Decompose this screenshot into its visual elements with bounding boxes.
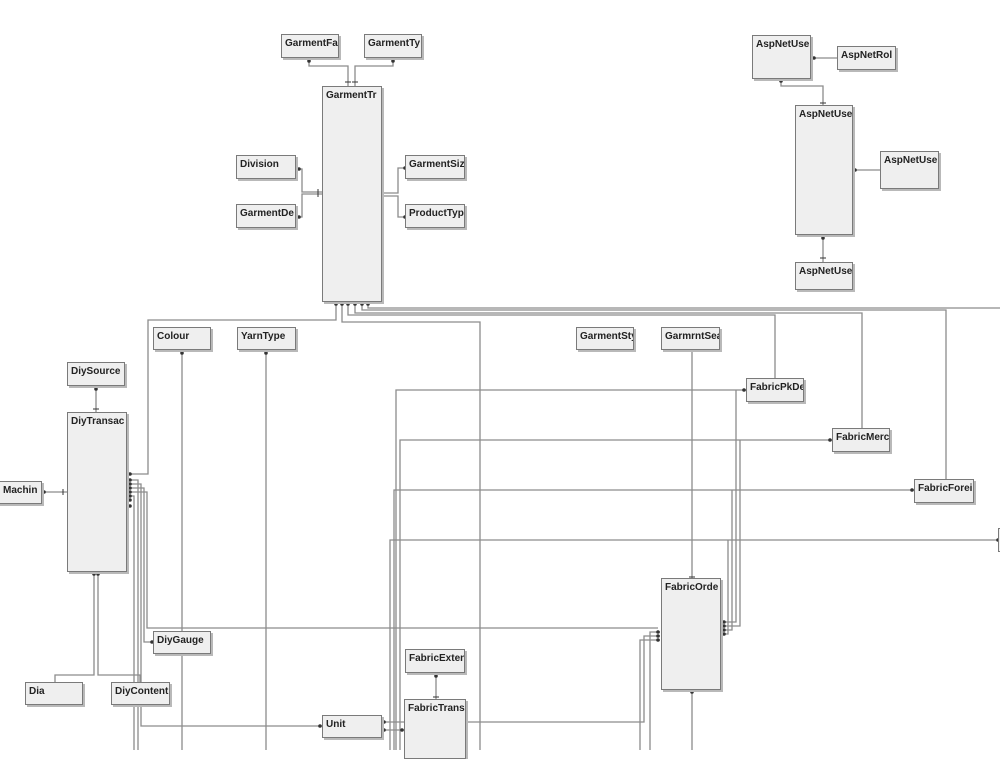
- rel-fabricpkde-left: [395, 389, 746, 750]
- table-title: DiyGauge: [157, 635, 204, 646]
- table-diy-gauge[interactable]: DiyGauge: [153, 631, 211, 654]
- table-title: Colour: [157, 331, 190, 342]
- rel-garmenttr-offscreen: [367, 302, 1000, 309]
- table-title: Unit: [326, 719, 346, 730]
- rel-fabricforei-left: [393, 489, 914, 750]
- rel-diytransac-unit: [128, 483, 322, 727]
- table-garment-de[interactable]: GarmentDe: [236, 204, 296, 228]
- table-diy-transac[interactable]: DiyTransac: [67, 412, 127, 572]
- table-division[interactable]: Division: [236, 155, 296, 179]
- table-fabric-orde[interactable]: FabricOrde: [661, 578, 721, 690]
- table-offscreen-edge[interactable]: [998, 528, 1000, 552]
- rel-garmentfa-garmenttr: [308, 58, 349, 86]
- table-title: GarmentSiz: [409, 159, 464, 170]
- table-title: Division: [240, 159, 279, 170]
- table-title: GarmentTr: [326, 90, 377, 101]
- rel-fabricorde-unit: [382, 635, 660, 723]
- table-title: AspNetRol: [841, 50, 893, 61]
- table-title: AspNetUse: [884, 155, 938, 166]
- table-title: ProductTyp: [409, 208, 464, 219]
- relationship-endpoints: [42, 56, 1000, 732]
- rel-division-garmenttr: [297, 168, 322, 193]
- table-title: AspNetUse: [799, 109, 852, 120]
- table-title: GarmentTy: [368, 38, 421, 49]
- table-title: DiyTransac: [71, 416, 125, 427]
- table-title: DiySource: [71, 366, 121, 377]
- table-title: AspNetUse: [799, 266, 852, 277]
- table-garmrnt-sea[interactable]: GarmrntSea: [661, 327, 720, 350]
- table-title: GarmrntSea: [665, 331, 719, 342]
- rel-aspnetuse-main: [780, 79, 824, 105]
- table-title: FabricForei: [918, 483, 973, 494]
- table-colour[interactable]: Colour: [153, 327, 211, 350]
- rel-garmenttr-diytransac: [128, 302, 337, 475]
- table-aspnet-use-top[interactable]: AspNetUse: [752, 35, 811, 79]
- table-aspnet-use-bottom[interactable]: AspNetUse: [795, 262, 853, 290]
- table-unit[interactable]: Unit: [322, 715, 382, 738]
- rel-diytransac-down-1: [128, 479, 139, 750]
- table-aspnet-use-right[interactable]: AspNetUse: [880, 151, 939, 189]
- rel-garmentde-garmenttr: [297, 193, 322, 218]
- rel-offscreen-left: [389, 539, 1000, 750]
- rel-garmenttr-down: [341, 302, 481, 750]
- table-garment-fa[interactable]: GarmentFa: [281, 34, 339, 58]
- table-title: FabricOrde: [665, 582, 719, 593]
- table-title: FabricPkDe: [750, 382, 803, 393]
- rel-garmenttr-fabricforei: [361, 302, 947, 483]
- rel-garmenttr-garmentsiz: [382, 167, 407, 194]
- table-title: GarmentSty: [580, 331, 633, 342]
- table-diy-source[interactable]: DiySource: [67, 362, 125, 386]
- table-product-typ[interactable]: ProductTyp: [405, 204, 465, 228]
- table-title: GarmentDe: [240, 208, 294, 219]
- rel-diytransac-diycontent: [97, 572, 141, 682]
- rel-fabricmerc-fabricorde: [722, 440, 741, 627]
- rel-offscreen-fabricorde: [722, 540, 729, 635]
- rel-garmenttr-producttyp: [382, 195, 407, 218]
- rel-garmenttr-fabricpkde: [347, 302, 776, 382]
- table-title: FabricExten: [409, 653, 464, 664]
- rel-fabricmerc-left: [399, 439, 832, 750]
- table-fabric-forei[interactable]: FabricForei: [914, 479, 974, 503]
- table-title: Machin: [3, 485, 38, 496]
- table-garment-tr[interactable]: GarmentTr: [322, 86, 382, 302]
- table-dia[interactable]: Dia: [25, 682, 83, 705]
- table-fabric-merc[interactable]: FabricMerc: [832, 428, 890, 452]
- rel-garmenttr-fabricmerc: [354, 302, 863, 432]
- table-title: AspNetUse: [756, 39, 810, 50]
- table-garment-ty[interactable]: GarmentTy: [364, 34, 422, 58]
- rel-garmentty-garmenttr: [354, 58, 394, 86]
- table-aspnet-use-main[interactable]: AspNetUse: [795, 105, 853, 235]
- table-title: DiyContent: [115, 686, 169, 697]
- table-fabric-pk-de[interactable]: FabricPkDe: [746, 378, 804, 402]
- rel-diytransac-fabricorde: [128, 491, 658, 629]
- table-garment-siz[interactable]: GarmentSiz: [405, 155, 465, 179]
- table-title: FabricMerc: [836, 432, 889, 443]
- table-machin[interactable]: Machin: [0, 481, 42, 504]
- rel-fabricorde-down-3: [639, 639, 660, 750]
- table-title: Dia: [29, 686, 45, 697]
- rel-diytransac-diygauge: [128, 487, 154, 643]
- table-fabric-exten[interactable]: FabricExten: [405, 649, 465, 673]
- table-garment-sty[interactable]: GarmentSty: [576, 327, 634, 350]
- table-yarn-type[interactable]: YarnType: [237, 327, 296, 350]
- table-diy-content[interactable]: DiyContent: [111, 682, 170, 705]
- table-title: FabricTrans: [408, 703, 465, 714]
- table-aspnet-rol[interactable]: AspNetRol: [837, 46, 896, 70]
- rel-fabricorde-down-2: [649, 631, 660, 750]
- table-title: YarnType: [241, 331, 286, 342]
- table-fabric-trans[interactable]: FabricTrans: [404, 699, 466, 759]
- rel-fabricforei-fabricorde: [722, 490, 733, 631]
- rel-diytransac-dia: [54, 572, 95, 682]
- rel-diytransac-down-2: [128, 495, 135, 750]
- table-title: GarmentFa: [285, 38, 338, 49]
- rel-fabricpkde-fabricorde: [722, 390, 737, 623]
